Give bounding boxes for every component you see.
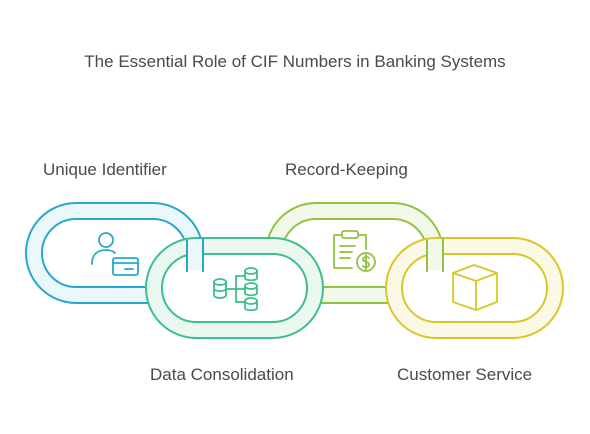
label-customer-service: Customer Service: [397, 365, 532, 384]
user-card-icon: [91, 232, 139, 276]
chain-link-data-consolidation: [145, 237, 324, 339]
label-data-consolidation: Data Consolidation: [150, 365, 294, 384]
diagram-title: The Essential Role of CIF Numbers in Ban…: [84, 52, 505, 71]
clipboard-dollar-icon: [333, 230, 376, 272]
chain-interlock-3-4: [426, 238, 444, 272]
label-unique-identifier: Unique Identifier: [43, 160, 167, 179]
label-record-keeping: Record-Keeping: [285, 160, 408, 179]
box-icon: [452, 264, 498, 311]
chain-interlock-1-2: [186, 238, 204, 272]
chain-link-customer-service: [385, 237, 564, 339]
database-merge-icon: [213, 267, 258, 312]
